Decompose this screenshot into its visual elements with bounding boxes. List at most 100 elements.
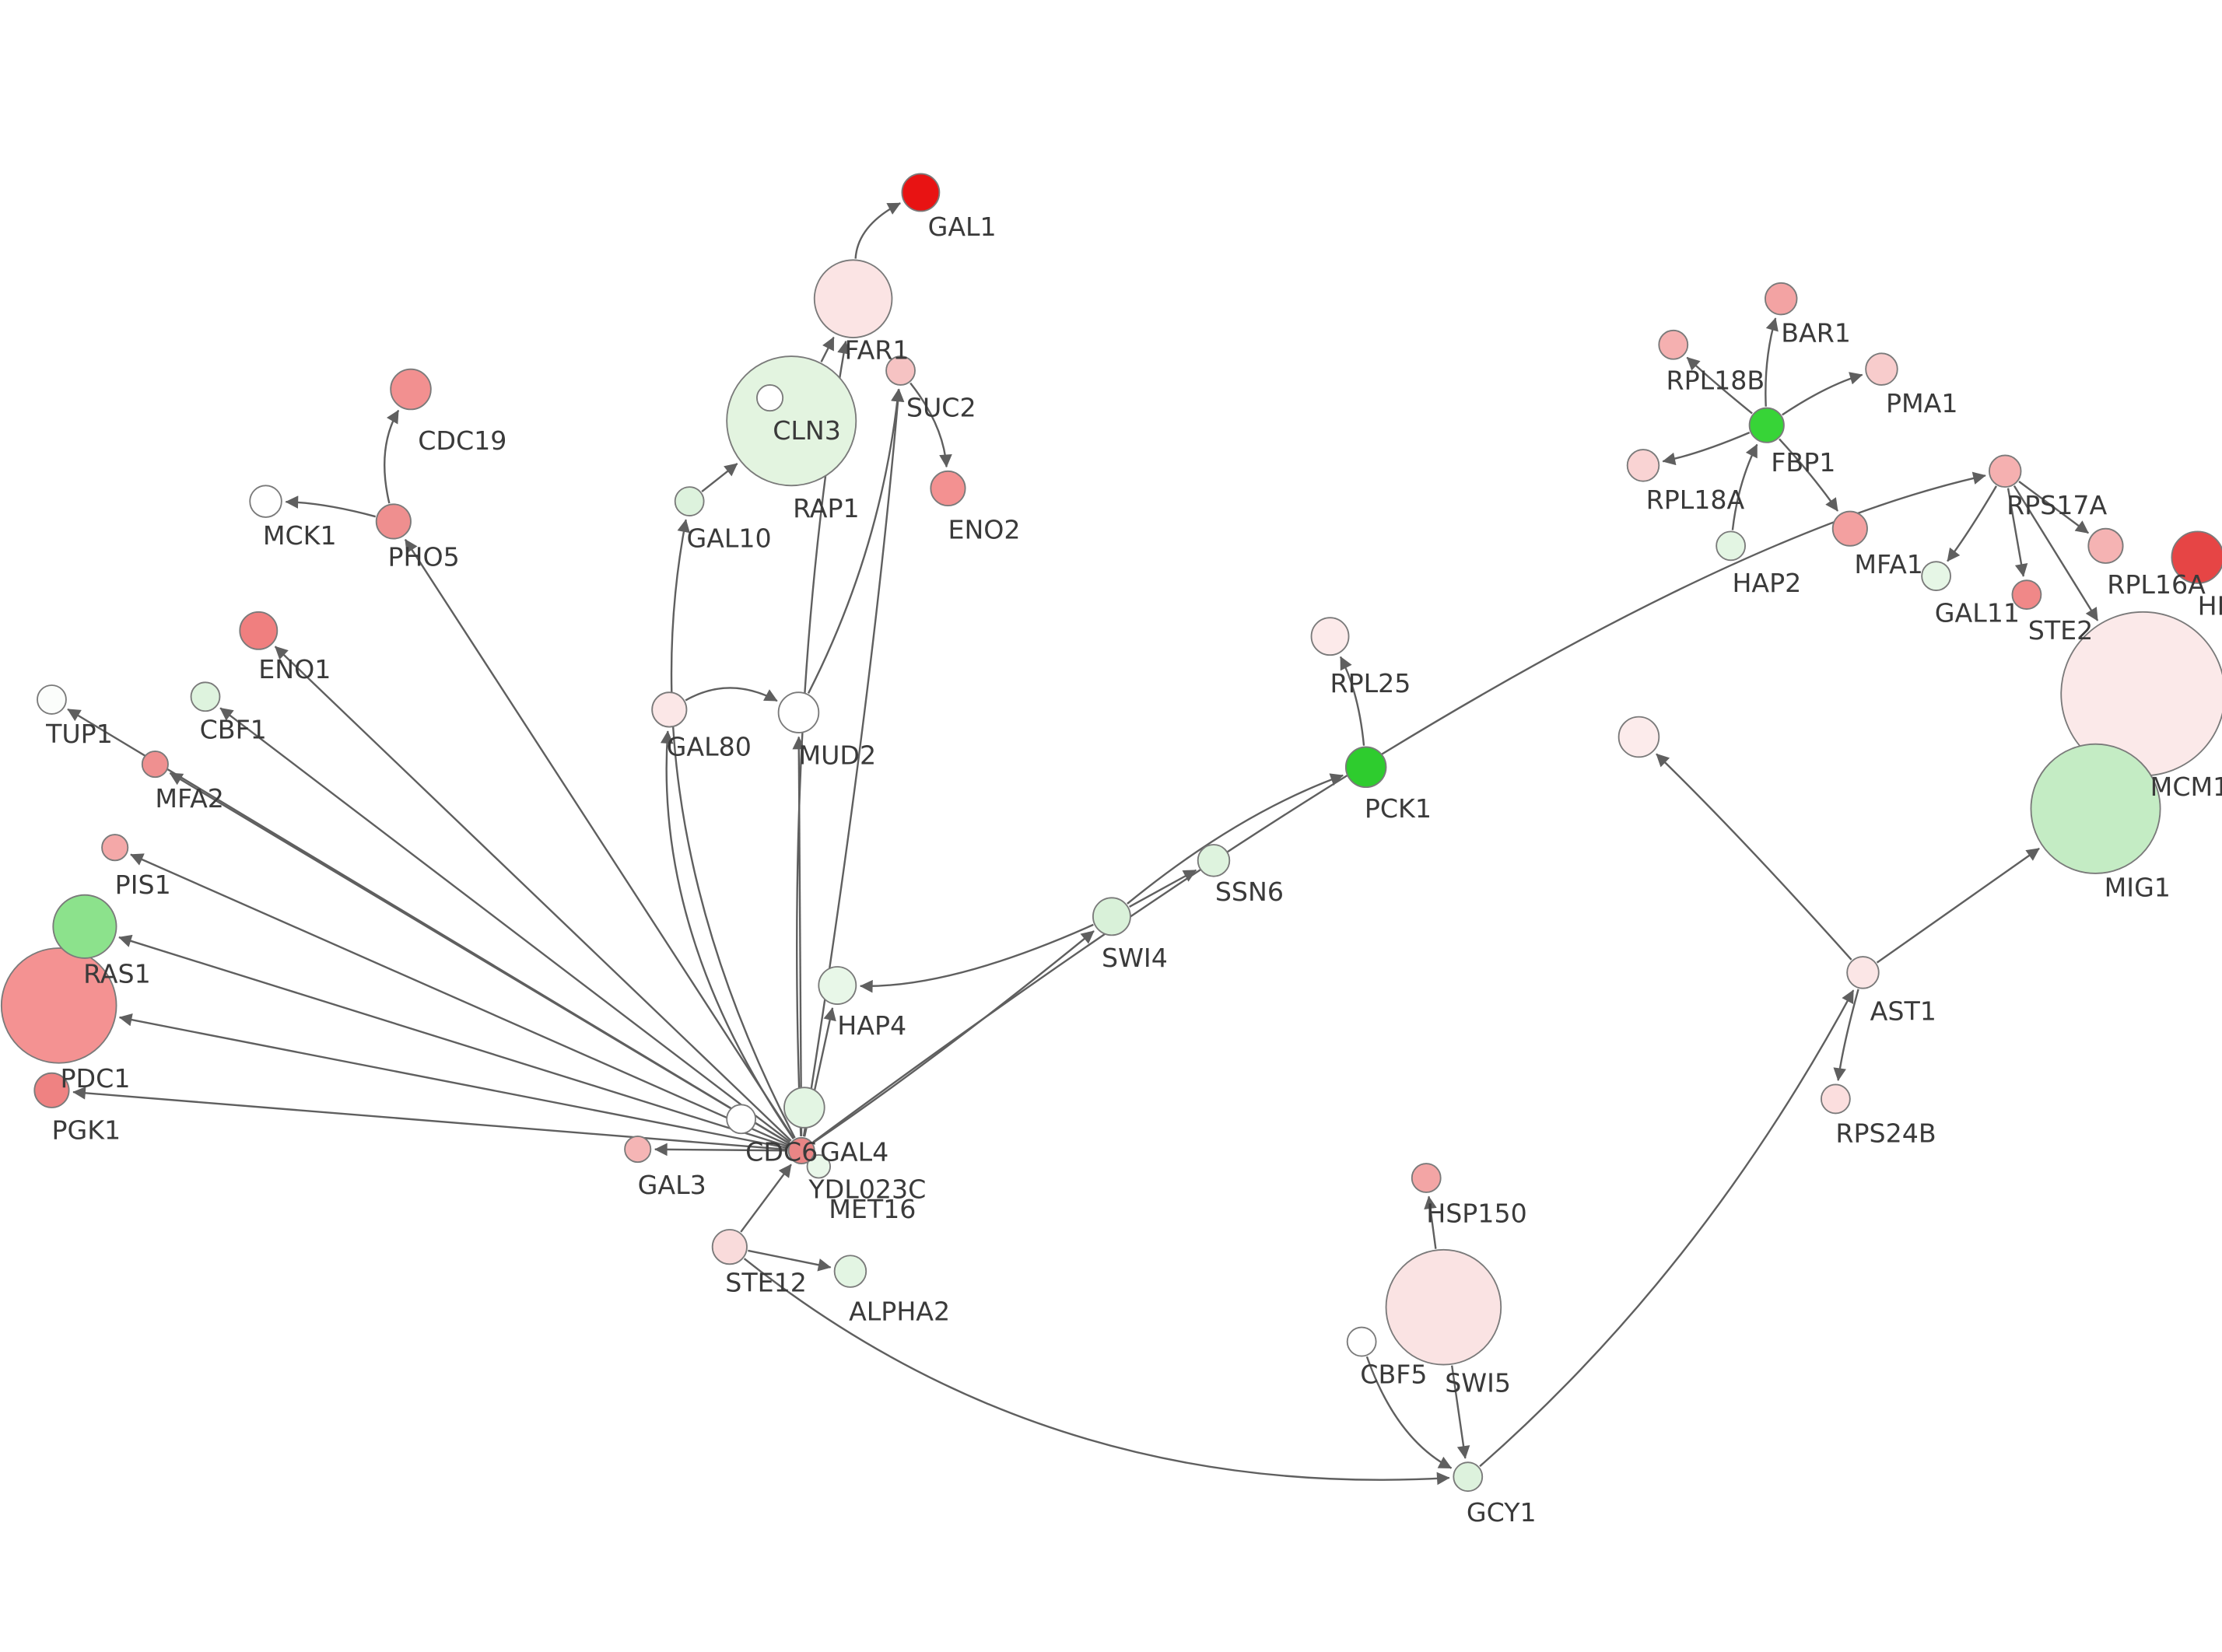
node-rpl18a[interactable] [1626,449,1660,482]
node-mig1[interactable] [2030,743,2161,874]
node-hap4[interactable] [818,966,857,1005]
edge-gal4-cbf1[interactable] [219,707,791,1143]
edge-pck1-rpl25[interactable] [1339,656,1365,746]
edge-pho5-cdc19[interactable] [384,409,400,504]
node-rpl25[interactable] [1310,617,1350,656]
edge-rps17a-gal11[interactable] [1947,485,1998,562]
node-rpl18b[interactable] [1658,329,1689,360]
edge-ste12-gcy1[interactable] [743,1258,1450,1486]
node-gal11[interactable] [1921,561,1951,592]
node-hsp150[interactable] [1411,1163,1442,1193]
node-rap1[interactable] [756,384,784,412]
edge-gal4-eno1[interactable] [274,646,792,1142]
node-bar1[interactable] [1765,282,1798,316]
node-node_a[interactable] [1617,716,1660,758]
node-cdc19[interactable] [390,368,432,411]
edge-pho5-mck1[interactable] [285,495,376,518]
node-mfa2[interactable] [141,751,169,779]
node-swi4[interactable] [1092,897,1131,936]
node-hap2[interactable] [1716,530,1746,562]
edge-gal4-pis1[interactable] [130,853,789,1146]
edge-gal4-pdc1[interactable] [118,1013,788,1150]
node-gal10[interactable] [674,486,705,516]
node-tup1[interactable] [37,684,67,715]
edge-far1-gal1[interactable] [854,202,901,259]
edge-gcy1-ast1[interactable] [1479,989,1855,1468]
node-mud2[interactable] [777,691,820,733]
node-pdc1[interactable] [0,947,117,1064]
node-far1[interactable] [813,259,893,338]
node-cdc6[interactable] [726,1104,756,1135]
edge-gal4-pho5[interactable] [404,538,795,1139]
node-alpha2[interactable] [833,1255,867,1288]
node-ste2[interactable] [2011,579,2042,611]
node-pck1[interactable] [1344,746,1387,789]
edge-ast1-mig1[interactable] [1876,847,2040,964]
edge-gal4-pgk1[interactable] [72,1087,787,1151]
edge-gal4-mfa2[interactable] [169,772,790,1144]
node-ydl023c[interactable] [783,1087,825,1129]
edge-gal4-rps17a[interactable] [812,471,1986,1143]
node-eno2[interactable] [930,470,966,507]
edge-fbp1-bar1[interactable] [1765,317,1779,407]
node-met16[interactable] [806,1154,831,1179]
edge-cbf5-gcy1[interactable] [1365,1356,1453,1469]
edge-fbp1-rpl18b[interactable] [1686,356,1753,415]
edge-gal4-ras1[interactable] [118,934,788,1148]
node-pgk1[interactable] [33,1072,70,1108]
node-pho5[interactable] [375,503,412,540]
node-suc2[interactable] [885,355,916,386]
node-ssn6[interactable] [1197,844,1231,877]
node-his4[interactable] [2171,530,2222,584]
edge-gal10-cln3[interactable] [701,463,738,492]
edge-swi5-gcy1[interactable] [1450,1365,1470,1459]
node-label-ste12: STE12 [725,1267,807,1297]
node-mfa1[interactable] [1831,510,1868,547]
edge-fbp1-pma1[interactable] [1782,372,1863,416]
edge-fbp1-rpl18a[interactable] [1662,431,1751,466]
edge-mud2-suc2[interactable] [807,388,904,694]
edge-gal4-gal10[interactable] [670,519,796,1139]
edge-gal4-swi4[interactable] [812,930,1095,1144]
node-cbf5[interactable] [1346,1326,1377,1357]
node-pma1[interactable] [1865,352,1898,386]
node-cln3[interactable] [726,355,857,487]
node-eno1[interactable] [239,611,279,650]
node-rps24b[interactable] [1821,1083,1851,1115]
node-gal1[interactable] [901,173,941,212]
node-ast1[interactable] [1846,956,1880,989]
node-pis1[interactable] [101,834,129,862]
edge-ste12-gal4[interactable] [740,1164,792,1233]
edge-ste12-alpha2[interactable] [748,1249,832,1272]
node-mck1[interactable] [249,485,282,518]
edge-rps17a-mcm1[interactable] [2013,485,2099,621]
edge-swi4-hap4[interactable] [860,923,1094,993]
edge-ast1-rps24b[interactable] [1833,989,1859,1081]
edge-hap2-fbp1[interactable] [1731,443,1758,530]
node-gcy1[interactable] [1453,1461,1484,1493]
edge-swi4-pck1[interactable] [1127,773,1344,905]
edge-gal4-suc2[interactable] [802,388,905,1137]
node-gal80[interactable] [651,691,688,728]
node-fbp1[interactable] [1748,407,1785,443]
node-rpl16a[interactable] [2087,527,2124,564]
edge-swi5-hsp150[interactable] [1424,1195,1437,1249]
edge-cln3-far1[interactable] [820,336,835,362]
edge-ast1-node_a[interactable] [1656,753,1852,961]
edge-fbp1-mfa1[interactable] [1779,438,1839,512]
node-gal4[interactable] [787,1136,815,1164]
edge-swi4-ssn6[interactable] [1128,869,1197,908]
edge-suc2-eno2[interactable] [909,382,952,468]
node-ras1[interactable] [52,894,117,959]
node-rps17a[interactable] [1989,454,2022,488]
node-ste12[interactable] [711,1229,748,1265]
edge-rps17a-rpl16a[interactable] [2018,481,2089,534]
edge-gal4-gal80[interactable] [660,730,794,1139]
node-gal3[interactable] [624,1136,652,1164]
node-swi5[interactable] [1385,1248,1502,1366]
node-cbf1[interactable] [190,681,221,712]
edge-rps17a-ste2[interactable] [2006,488,2028,577]
edge-gal80-mud2[interactable] [685,687,778,702]
